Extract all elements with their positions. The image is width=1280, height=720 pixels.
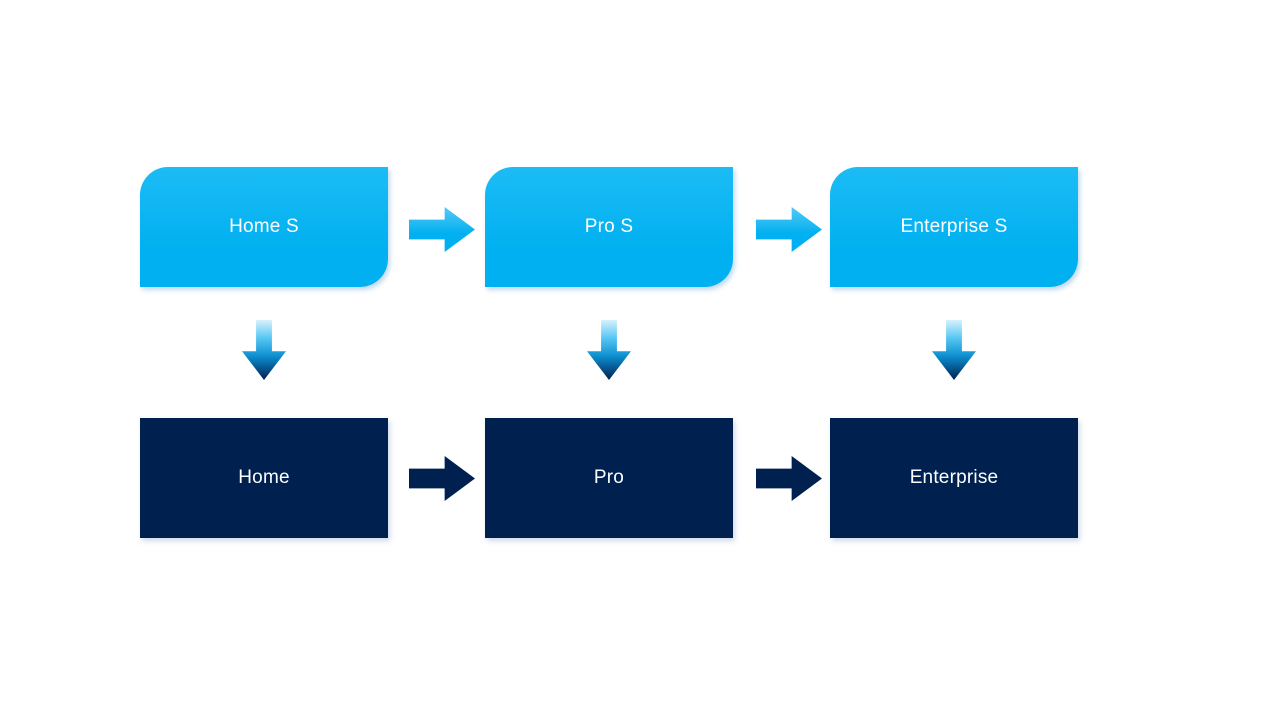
node-home: Home	[140, 418, 388, 538]
node-pro: Pro	[485, 418, 733, 538]
node-home-s: Home S	[140, 167, 388, 287]
down-arrow-icon	[587, 320, 631, 380]
down-arrow-icon	[932, 320, 976, 380]
node-enterprise-s-label: Enterprise S	[900, 216, 1008, 237]
node-home-label: Home	[238, 467, 290, 488]
node-enterprise: Enterprise	[830, 418, 1078, 538]
down-arrow-icon	[242, 320, 286, 380]
node-enterprise-s: Enterprise S	[830, 167, 1078, 287]
right-arrow-icon	[756, 456, 822, 501]
node-enterprise-label: Enterprise	[909, 467, 999, 488]
right-arrow-icon	[756, 207, 822, 252]
right-arrow-icon	[409, 207, 475, 252]
node-pro-s: Pro S	[485, 167, 733, 287]
right-arrow-icon	[409, 456, 475, 501]
node-pro-label: Pro	[593, 467, 625, 488]
node-home-s-label: Home S	[229, 216, 299, 237]
node-pro-s-label: Pro S	[584, 216, 634, 237]
